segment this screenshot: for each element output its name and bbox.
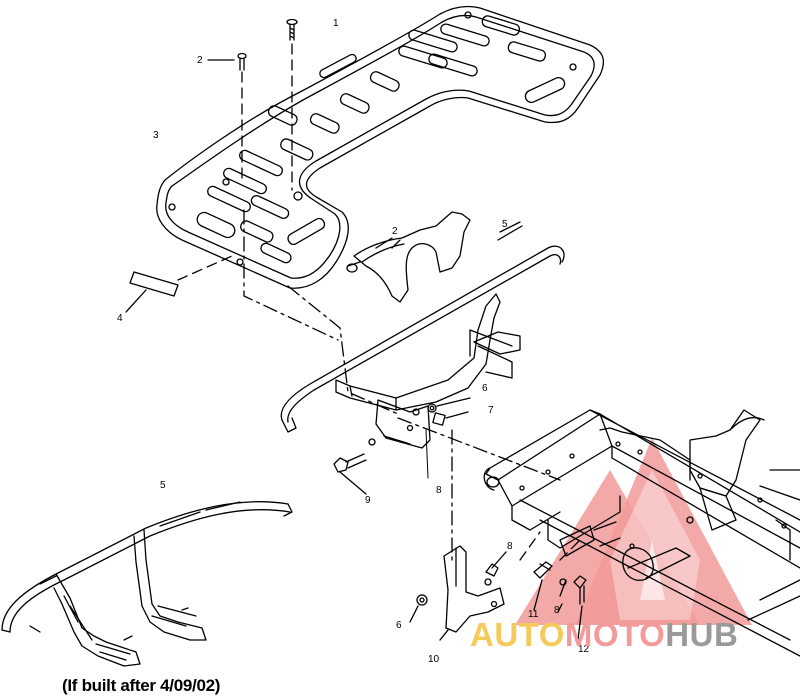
grab-bar-upper — [280, 221, 565, 433]
vehicle-frame — [483, 409, 800, 657]
callout-11: 11 — [528, 609, 539, 620]
callout-4: 4 — [117, 313, 123, 324]
callout-8-bracket: 8 — [507, 541, 513, 552]
callout-8-plate: 8 — [436, 485, 442, 496]
reflector-icon — [125, 255, 233, 313]
watermark-logo-icon — [515, 438, 752, 625]
rack-support-frame — [335, 293, 521, 449]
callout-10: 10 — [428, 654, 440, 665]
callout-2-bracket: 2 — [392, 226, 398, 237]
bolt-9-icon — [333, 453, 367, 495]
watermark-part-moto: MOTO — [564, 616, 666, 653]
callout-6-lower: 6 — [396, 620, 402, 631]
washer-7-icon — [432, 411, 469, 426]
grab-bar-lower — [1, 501, 293, 667]
callout-12: 12 — [578, 644, 590, 655]
watermark-part-auto: AUTO — [470, 616, 565, 653]
mount-bracket-10 — [439, 545, 505, 641]
diagram-caption: (If built after 4/09/02) — [62, 676, 221, 695]
screw-1-icon — [286, 18, 298, 191]
bolt-8-lower-icon — [485, 551, 507, 577]
bolt-12-icon — [557, 575, 587, 641]
callout-5-lower: 5 — [160, 480, 166, 491]
nut-6-lower-icon — [409, 594, 428, 623]
callout-5-upper: 5 — [502, 219, 508, 230]
bracket-plate — [346, 211, 471, 303]
watermark-text: AUTOMOTOHUB — [470, 616, 738, 654]
rear-rack — [156, 5, 605, 289]
screw-2-icon — [207, 52, 247, 181]
watermark-part-hub: HUB — [665, 616, 739, 653]
callout-3: 3 — [153, 130, 159, 141]
callout-9: 9 — [365, 495, 371, 506]
callout-2-screw: 2 — [197, 55, 203, 66]
nut-6-icon — [427, 397, 471, 413]
spacer-11-icon — [533, 561, 553, 611]
callout-1: 1 — [333, 18, 339, 29]
callout-7: 7 — [488, 405, 494, 416]
callout-6-upper: 6 — [482, 383, 488, 394]
callout-8-spacer: 8 — [554, 605, 560, 616]
